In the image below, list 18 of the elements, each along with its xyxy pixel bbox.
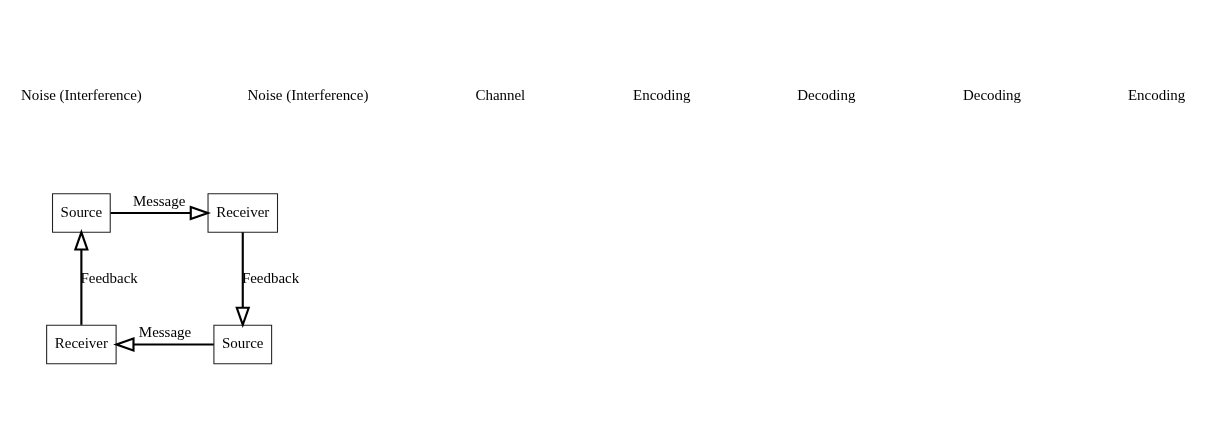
label: Encoding xyxy=(633,86,691,103)
arrow xyxy=(113,336,214,352)
edge-label: Feedback xyxy=(80,269,138,286)
label: Decoding xyxy=(797,86,856,103)
node-box: Source xyxy=(213,324,273,364)
label: Noise (Interference) xyxy=(20,86,142,103)
node-box: Source xyxy=(51,192,111,233)
label: Channel xyxy=(475,86,526,103)
label: Noise (Interference) xyxy=(247,86,369,103)
node-box: Receiver xyxy=(207,192,279,233)
edge-label: Message xyxy=(138,323,192,340)
arrow xyxy=(73,228,89,325)
label: Decoding xyxy=(962,86,1022,103)
arrow xyxy=(235,231,251,328)
edge-label: Message xyxy=(132,192,186,209)
label: Encoding xyxy=(1127,86,1186,103)
node-box: Receiver xyxy=(46,324,117,364)
arrow xyxy=(110,205,212,220)
